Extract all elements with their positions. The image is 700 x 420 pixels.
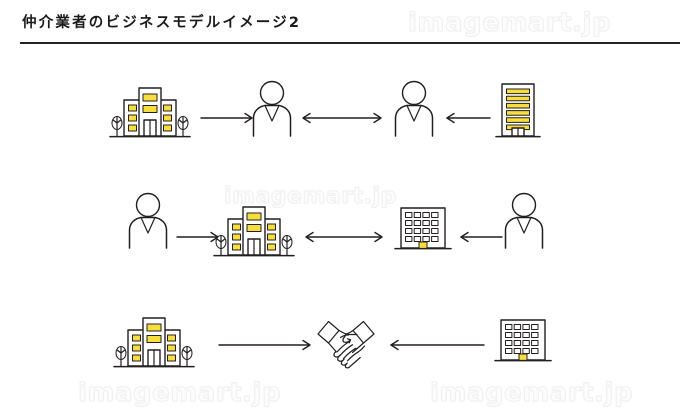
- tree-right: [281, 235, 293, 256]
- arrow-left-1: [444, 111, 492, 125]
- businessperson-icon: [250, 78, 294, 148]
- arrow-left-2: [458, 230, 504, 244]
- tower-building-icon: [494, 78, 542, 150]
- office-building-icon: [212, 197, 296, 269]
- watermark-top-right: imagemart.jp: [407, 7, 612, 38]
- diagram-row-2: [0, 190, 700, 280]
- tree-right: [181, 346, 193, 367]
- tree-left: [115, 346, 127, 367]
- tree-left: [111, 116, 123, 137]
- diagram-row-1: [0, 78, 700, 168]
- company-building-icon: [392, 200, 454, 262]
- arrow-bidirectional-1: [300, 111, 384, 125]
- arrow-bidirectional-2: [303, 230, 385, 244]
- arrow-right-3: [218, 338, 314, 352]
- tree-left: [215, 235, 227, 256]
- office-building-icon: [108, 78, 192, 150]
- window-grid: [505, 324, 539, 354]
- company-building-icon: [492, 312, 554, 374]
- diagram-row-3: [0, 300, 700, 390]
- handshake-icon: [314, 310, 378, 372]
- businessperson-icon: [126, 190, 170, 260]
- office-building-icon: [112, 308, 196, 380]
- title-divider: [20, 42, 680, 44]
- businessperson-icon: [392, 78, 436, 148]
- window-grid: [405, 212, 439, 242]
- arrow-left-3: [388, 338, 486, 352]
- page-title: 仲介業者のビジネスモデルイメージ2: [22, 15, 302, 31]
- businessperson-icon: [502, 190, 546, 260]
- tree-right: [177, 116, 189, 137]
- arrow-right-1: [200, 111, 256, 125]
